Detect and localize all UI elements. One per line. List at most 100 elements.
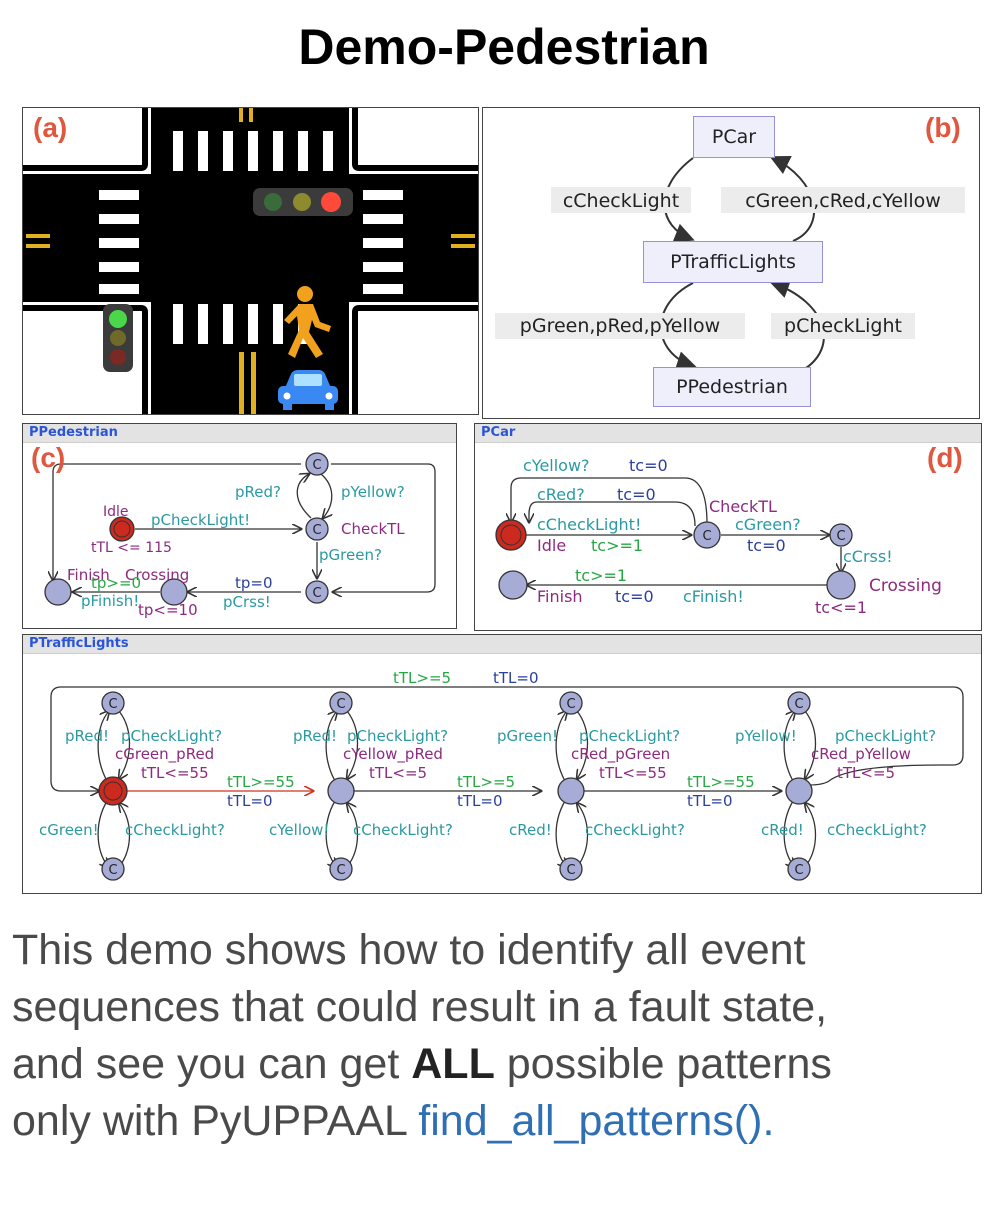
pped-tple10: tp<=10 — [138, 601, 198, 619]
tl-s1-up-right: pCheckLight? — [121, 727, 222, 745]
tl-s3-inv: tTL<=55 — [599, 764, 667, 782]
edge-ped-to-tl: pCheckLight — [784, 315, 902, 337]
node-ppedestrian-label: PPedestrian — [676, 376, 788, 398]
pped-pfinish: pFinish! — [81, 592, 139, 610]
pcar-tcle1: tc<=1 — [815, 598, 867, 617]
desc-all-bold: ALL — [411, 1040, 495, 1088]
pcar-cfinish: cFinish! — [683, 587, 744, 606]
tl-s1-inv: tTL<=55 — [141, 764, 209, 782]
panel-a-intersection: (a) — [22, 107, 479, 415]
automaton-title: PCar — [475, 424, 981, 443]
pped-idle-invariant: tTL <= 115 — [91, 540, 172, 556]
car-icon — [278, 370, 338, 410]
automaton-title: PTrafficLights — [23, 635, 981, 654]
pcar-ccrss: cCrss! — [843, 547, 893, 566]
svg-text:C: C — [312, 458, 321, 473]
tl-s1-dn-left: cGreen! — [39, 821, 99, 839]
description: This demo shows how to identify all even… — [12, 922, 992, 1150]
svg-text:C: C — [108, 863, 117, 878]
tl-e1-reset: tTL=0 — [227, 792, 273, 810]
pcar-cred: cRed? — [537, 485, 585, 504]
panel-c-label: (c) — [31, 442, 66, 473]
pped-pred: pRed? — [235, 483, 281, 501]
tl-s4-inv: tTL<=5 — [837, 764, 895, 782]
tl-s3-dn-right: cCheckLight? — [585, 821, 685, 839]
pedestrian-icon — [284, 286, 331, 358]
svg-text:C: C — [108, 697, 117, 712]
pped-idle-label: Idle — [103, 504, 129, 520]
tl-s1-up-left: pRed! — [65, 727, 109, 745]
tl-s2-dn-left: cYellow! — [269, 821, 329, 839]
panel-c-ppedestrian: PPedestrian C C C Idle tTL <= 115 pCheck… — [22, 423, 457, 629]
tl-s3-up-right: pCheckLight? — [579, 727, 680, 745]
tl-s3-dn-left: cRed! — [509, 821, 552, 839]
pcar-cchecklight: cCheckLight! — [537, 515, 641, 534]
tl-top-reset: tTL=0 — [493, 669, 539, 687]
desc-line-3: and see you can get ALL possible pattern… — [12, 1040, 832, 1088]
tl-s3-up-left: pGreen! — [497, 727, 558, 745]
pcar-crossing-label: Crossing — [869, 576, 942, 596]
car-light-red-icon — [321, 192, 341, 212]
pped-tp0: tp=0 — [235, 574, 273, 592]
pped-pgreen: pGreen? — [319, 546, 382, 564]
panel-b-process-graph: cCheckLight cGreen,cRed,cYellow pGreen,p… — [482, 107, 980, 419]
tl-s4-dn-right: cCheckLight? — [827, 821, 927, 839]
pcar-tc0b: tc=0 — [617, 485, 656, 504]
tl-e2-reset: tTL=0 — [457, 792, 503, 810]
pped-pcrss: pCrss! — [223, 593, 271, 611]
edge-tl-to-car: cGreen,cRed,cYellow — [745, 190, 941, 212]
car-light-yellow-icon — [293, 193, 311, 211]
pped-checktl-label: CheckTL — [341, 520, 405, 538]
ped-light-red-icon — [110, 349, 126, 365]
node-pcar-label: PCar — [711, 126, 757, 148]
tl-e3-reset: tTL=0 — [687, 792, 733, 810]
tl-e1-guard: tTL>=55 — [227, 773, 295, 791]
page-title: Demo-Pedestrian — [298, 19, 710, 75]
tl-s4-dn-left: cRed! — [761, 821, 804, 839]
panel-d-pcar: PCar C C cYellow? tc=0 cRed? tc=0 CheckT… — [474, 423, 982, 631]
node-pcar — [693, 116, 775, 158]
node-ptrafficlights — [643, 241, 823, 283]
pcar-cgreen: cGreen? — [735, 515, 801, 534]
panel-d-label: (d) — [927, 442, 963, 473]
pcar-idle-label: Idle — [537, 536, 566, 555]
find-all-patterns-link[interactable]: find_all_patterns(). — [418, 1097, 775, 1145]
panel-ptrafficlights: PTrafficLights — [22, 634, 982, 894]
tl-s2-dn-right: cCheckLight? — [353, 821, 453, 839]
ped-light-green-icon — [109, 310, 127, 328]
svg-text:C: C — [336, 697, 345, 712]
pped-tpge0: tp>=0 — [91, 574, 141, 592]
pped-pyellow: pYellow? — [341, 483, 405, 501]
tl-s3-name: cRed_pGreen — [571, 745, 670, 764]
svg-text:C: C — [794, 697, 803, 712]
tl-s4-name: cRed_pYellow — [811, 745, 911, 764]
tl-s1-dn-right: cCheckLight? — [125, 821, 225, 839]
tl-s4-up-left: pYellow! — [735, 727, 797, 745]
tl-s2-up-right: pCheckLight? — [347, 727, 448, 745]
tl-top-guard: tTL>=5 — [393, 669, 451, 687]
svg-text:C: C — [566, 863, 575, 878]
tl-s2-inv: tTL<=5 — [369, 764, 427, 782]
pped-crossing-label: Crossing — [125, 566, 189, 584]
pcar-tc0c: tc=0 — [747, 536, 786, 555]
tl-s2-up-left: pRed! — [293, 727, 337, 745]
svg-text:C: C — [312, 586, 321, 601]
pcar-tcge1: tc>=1 — [591, 536, 643, 555]
panel-a-label: (a) — [33, 112, 68, 143]
pcar-cyellow: cYellow? — [523, 456, 590, 475]
svg-text:C: C — [566, 697, 575, 712]
desc-line-2: sequences that could result in a fault s… — [12, 983, 828, 1031]
svg-text:C: C — [336, 863, 345, 878]
car-light-green-icon — [264, 193, 282, 211]
pcar-tc0a: tc=0 — [629, 456, 668, 475]
edge-tl-to-ped: pGreen,pRed,pYellow — [520, 315, 720, 337]
pcar-tcge1b: tc>=1 — [575, 566, 627, 585]
node-ppedestrian — [653, 367, 811, 407]
pped-pchecklight: pCheckLight! — [151, 511, 250, 529]
edge-car-to-tl: cCheckLight — [563, 190, 679, 212]
tl-s4-up-right: pCheckLight? — [835, 727, 936, 745]
svg-text:C: C — [702, 529, 711, 544]
pcar-finish-label: Finish — [537, 587, 583, 606]
node-ptrafficlights-label: PTrafficLights — [670, 251, 796, 273]
pcar-checktl-label: CheckTL — [709, 497, 777, 516]
